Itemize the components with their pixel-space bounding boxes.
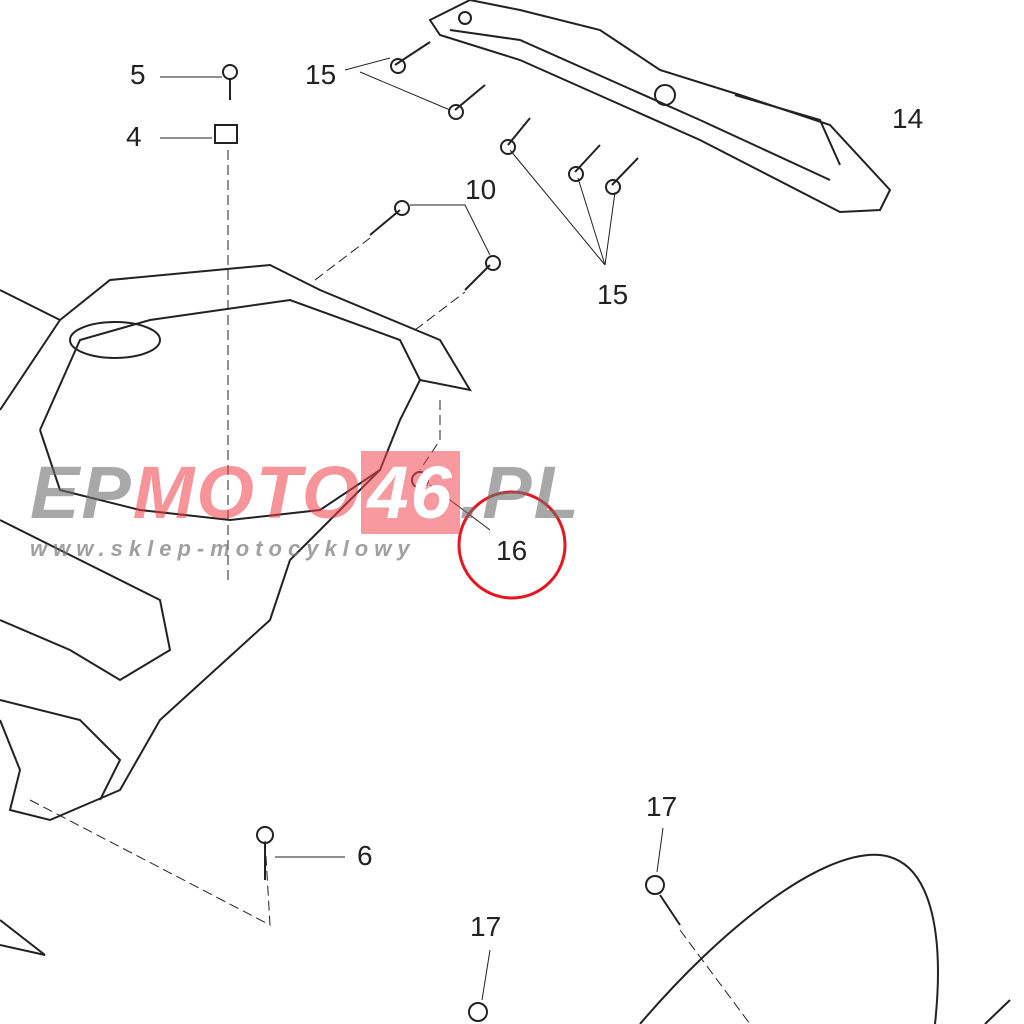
watermark-part3: 46 <box>361 451 460 534</box>
callout-6: 6 <box>357 840 373 871</box>
screws-17-mudguard <box>468 827 1011 1024</box>
watermark-part4: .PL <box>459 451 581 534</box>
watermark-logo: EPMOTO46.PL <box>30 451 581 534</box>
watermark-part2: MOTO <box>132 451 362 534</box>
callout-4: 4 <box>126 121 142 152</box>
callout-16: 16 <box>496 535 528 566</box>
callout-15-top: 15 <box>305 59 337 90</box>
highlight-circle <box>457 490 567 600</box>
screw-5-nut-4 <box>160 64 238 580</box>
watermark-part1: EP <box>30 451 133 534</box>
bolt-6 <box>256 826 345 880</box>
screws-10 <box>314 200 501 331</box>
callout-15-bottom: 15 <box>597 279 629 310</box>
watermark-tagline: www.sklep-motocyklowy <box>30 536 416 561</box>
callout-10: 10 <box>465 174 497 205</box>
callout-5: 5 <box>130 59 146 90</box>
part-14-bracket <box>428 0 892 214</box>
rear-cover-panel <box>0 263 491 956</box>
callout-17-right: 17 <box>646 791 678 822</box>
screws-15 <box>344 41 639 266</box>
callout-17-bottom: 17 <box>470 911 502 942</box>
callout-14: 14 <box>892 103 924 134</box>
